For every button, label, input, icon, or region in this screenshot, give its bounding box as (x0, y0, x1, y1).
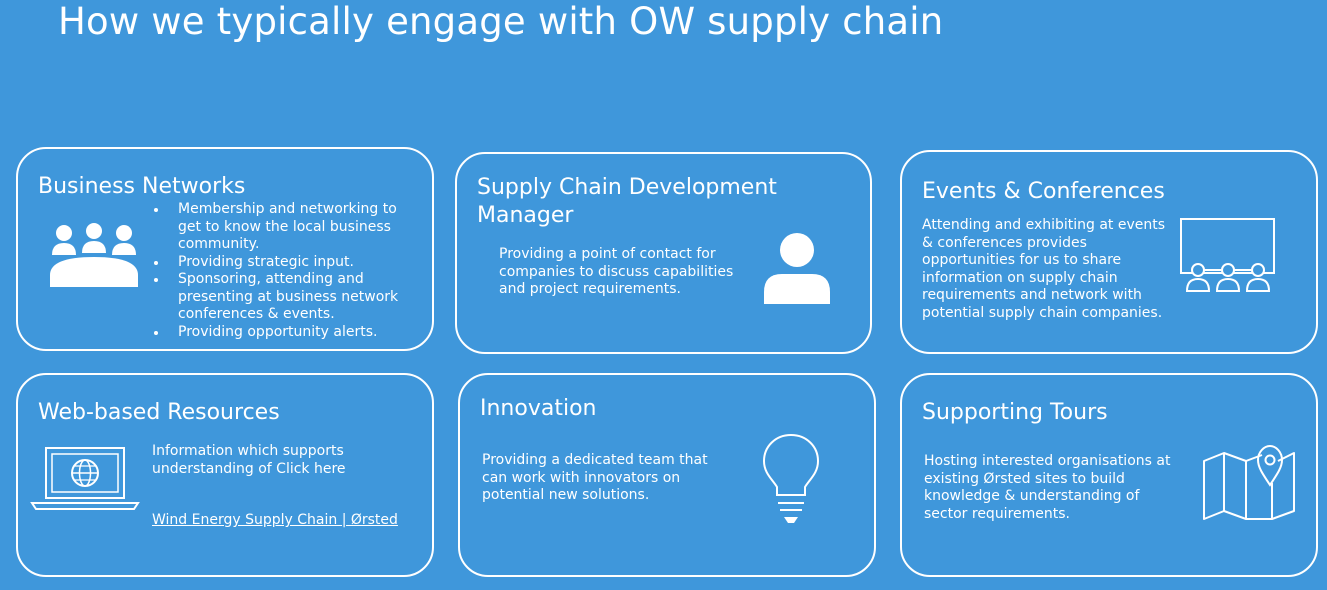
card-title: Events & Conferences (922, 179, 1165, 204)
list-item: Providing strategic input. (152, 254, 416, 272)
wind-energy-supply-chain-link[interactable]: Wind Energy Supply Chain | Ørsted (152, 512, 398, 528)
card-title: Supporting Tours (922, 400, 1108, 425)
card-description: Providing a dedicated team that can work… (482, 452, 708, 503)
card-supply-chain-manager: Supply Chain Development Manager Providi… (455, 152, 872, 354)
card-title-line: Manager (477, 203, 574, 228)
list-item: Sponsoring, attending and presenting at … (152, 271, 416, 324)
card-web-resources: Web-based Resources Information which su… (16, 373, 434, 577)
card-title-line: Supply Chain Development (477, 175, 777, 200)
laptop-globe-icon (30, 447, 140, 510)
map-pin-icon (1203, 444, 1295, 520)
list-item: Membership and networking to get to know… (152, 201, 416, 254)
card-description: Information which supports understanding… (152, 443, 346, 477)
card-supporting-tours: Supporting Tours Hosting interested orga… (900, 373, 1318, 577)
person-icon (764, 233, 830, 304)
card-title: Business Networks (38, 174, 246, 199)
card-description: Providing a point of contact for compani… (499, 246, 734, 297)
presentation-icon (1180, 218, 1275, 292)
card-title: Supply Chain Development Manager (477, 174, 777, 230)
card-events-conferences: Events & Conferences Attending and exhib… (900, 150, 1318, 354)
card-description: Hosting interested organisations at exis… (924, 453, 1171, 522)
card-title: Innovation (480, 396, 597, 421)
card-title: Web-based Resources (38, 400, 280, 425)
card-business-networks: Business Networks Membership and network… (16, 147, 434, 351)
list-item: Providing opportunity alerts. (152, 324, 416, 342)
card-innovation: Innovation Providing a dedicated team th… (458, 373, 876, 577)
lightbulb-icon (762, 433, 820, 523)
card-description: Attending and exhibiting at events & con… (922, 217, 1166, 321)
page-title: How we typically engage with OW supply c… (58, 0, 944, 43)
group-icon (50, 223, 138, 287)
business-networks-list: Membership and networking to get to know… (152, 201, 416, 341)
